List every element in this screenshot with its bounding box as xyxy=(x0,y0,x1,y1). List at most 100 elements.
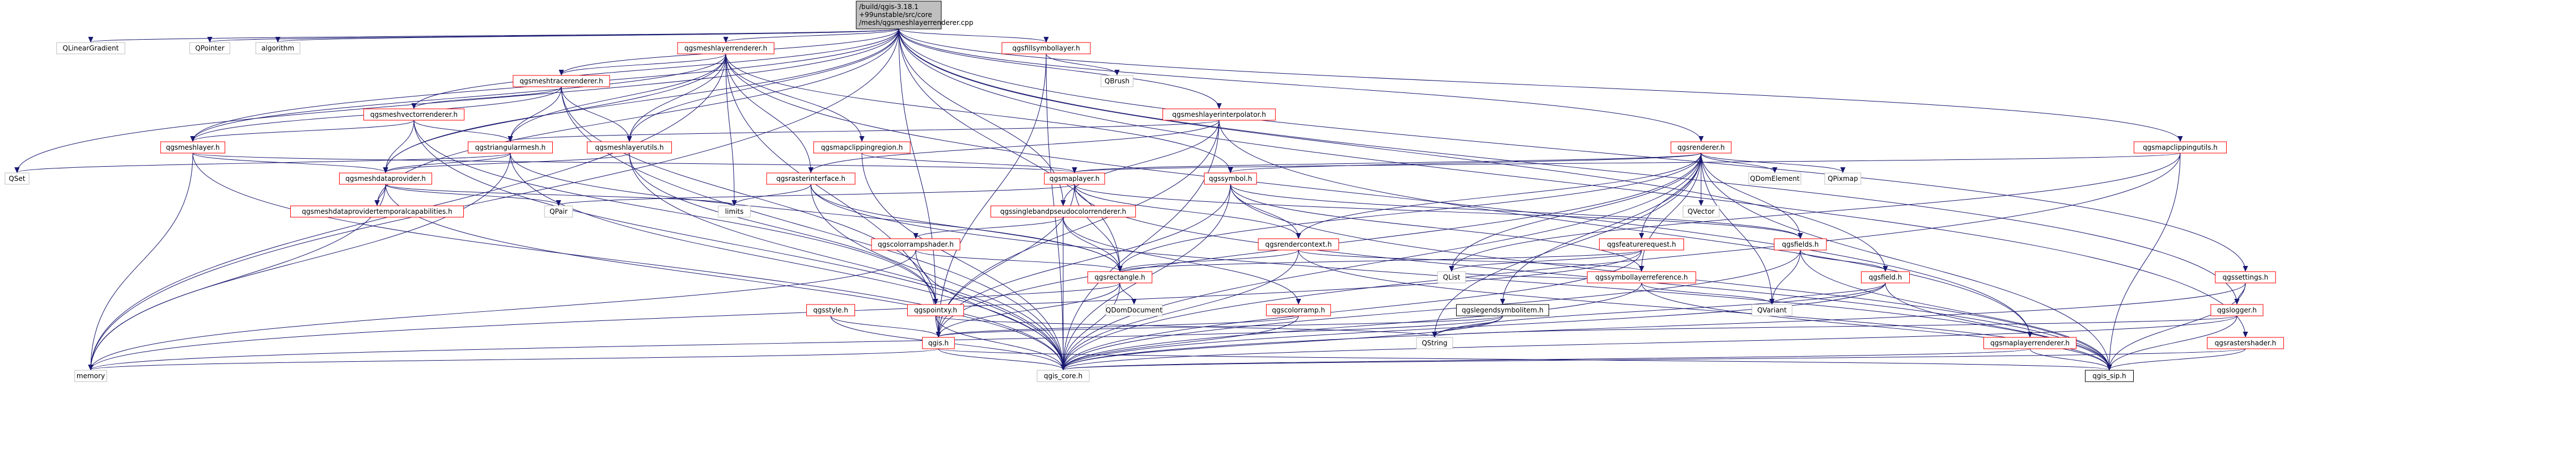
edge xyxy=(192,153,386,172)
node-label: QPointer xyxy=(195,44,225,52)
edge xyxy=(916,217,1064,238)
node-label: qgsmaplayer.h xyxy=(1050,175,1100,183)
edge xyxy=(1641,282,2109,370)
node-qgstriangularmesh-h[interactable]: qgstriangularmesh.h xyxy=(468,141,553,154)
node-qgslegendsymbolitem-h: qgslegendsymbolitem.h xyxy=(1456,304,1550,316)
node-qgsrenderer-h[interactable]: qgsrenderer.h xyxy=(1670,141,1732,154)
node-label: QVector xyxy=(1687,208,1715,215)
edge xyxy=(2109,282,2246,370)
node-label: QString xyxy=(1422,339,1447,347)
edge xyxy=(559,184,1075,205)
node-qgsmeshlayerinterpolator-h[interactable]: qgsmeshlayerinterpolator.h xyxy=(1162,108,1276,121)
edge xyxy=(725,53,938,337)
edge xyxy=(936,282,1120,304)
node-qgsmapclippingutils-h[interactable]: qgsmapclippingutils.h xyxy=(2133,141,2227,154)
edge xyxy=(1435,282,1886,337)
edges-layer xyxy=(17,28,2246,370)
node-label: qgssymbol.h xyxy=(1209,175,1252,183)
edge xyxy=(1063,153,2181,370)
node-qlist: QList xyxy=(1437,271,1466,284)
node-qgsfillsymbollayer-h[interactable]: qgsfillsymbollayer.h xyxy=(1001,42,1091,54)
node-qpixmap: QPixmap xyxy=(1824,172,1862,185)
edge xyxy=(1641,282,1772,304)
node-qgssinglebandpseudocolorrenderer-h[interactable]: qgssinglebandpseudocolorrenderer.h xyxy=(990,205,1136,218)
node-label: QLinearGradient xyxy=(63,44,119,52)
node-qgsmapclippingregion-h[interactable]: qgsmapclippingregion.h xyxy=(813,141,911,154)
node-qgsmaplayer-h[interactable]: qgsmaplayer.h xyxy=(1044,172,1105,185)
edge xyxy=(1120,249,1299,271)
edge xyxy=(1075,153,2181,172)
edge xyxy=(1063,217,1298,304)
edge xyxy=(385,184,734,205)
node-label: qgssymbollayerreference.h xyxy=(1595,273,1687,281)
edge xyxy=(91,153,193,370)
edge xyxy=(861,153,1075,172)
edge xyxy=(1503,153,1702,304)
edge xyxy=(1063,153,1702,370)
node-qgsmeshlayer-h[interactable]: qgsmeshlayer.h xyxy=(160,141,226,154)
edge xyxy=(725,53,811,172)
edge xyxy=(386,153,630,172)
edge xyxy=(510,53,726,141)
node-qgis-h[interactable]: qgis.h xyxy=(922,337,955,349)
node-qstring: QString xyxy=(1416,337,1453,349)
edge xyxy=(17,28,899,172)
edge xyxy=(898,28,2180,141)
node-qgsrectangle-h[interactable]: qgsrectangle.h xyxy=(1087,271,1153,284)
edge xyxy=(561,53,726,75)
edge xyxy=(1230,153,1702,172)
node-qgscolorramp-h[interactable]: qgscolorramp.h xyxy=(1266,304,1331,316)
edge xyxy=(1063,217,1120,271)
node-qgsfeaturerequest-h[interactable]: qgsfeaturerequest.h xyxy=(1599,238,1684,251)
edge xyxy=(1642,153,1702,271)
node-qgsrendercontext-h[interactable]: qgsrendercontext.h xyxy=(1258,238,1339,251)
edge xyxy=(1701,153,1772,304)
edge xyxy=(413,120,936,304)
edge xyxy=(629,28,899,141)
edge xyxy=(898,28,2245,271)
node-qgssettings-h[interactable]: qgssettings.h xyxy=(2215,271,2276,284)
node-qgslogger-h[interactable]: qgslogger.h xyxy=(2210,304,2264,316)
node-label: qgsmeshlayerrenderer.h xyxy=(684,44,767,52)
edge xyxy=(1701,153,1843,172)
edge xyxy=(938,348,1063,370)
node-qgsmeshdataprovider-h[interactable]: qgsmeshdataprovider.h xyxy=(339,172,433,185)
edge xyxy=(193,120,414,141)
node-qgsrasterinterface-h[interactable]: qgsrasterinterface.h xyxy=(766,172,856,185)
edge xyxy=(386,53,726,172)
node-qgsrastershader-h[interactable]: qgsrastershader.h xyxy=(2207,337,2284,349)
edge xyxy=(935,315,1063,370)
node-qgsstyle-h[interactable]: qgsstyle.h xyxy=(806,304,855,316)
node-qgsfield-h[interactable]: qgsfield.h xyxy=(1861,271,1910,284)
edge xyxy=(1075,153,1702,172)
edge xyxy=(561,86,936,304)
edge xyxy=(1046,53,1117,75)
node-qgsmeshlayerrenderer-h[interactable]: qgsmeshlayerrenderer.h xyxy=(677,42,775,54)
node-label: qgspointxy.h xyxy=(914,306,957,314)
root-node[interactable]: /build/qgis-3.18.1 +99unstable/src/core … xyxy=(856,1,974,29)
node-label: QSet xyxy=(9,175,25,183)
node-label: qgsmeshdataprovidertemporalcapabilities.… xyxy=(302,208,452,215)
node-qgsmeshdataprovidertemporalcapabilities-h[interactable]: qgsmeshdataprovidertemporalcapabilities.… xyxy=(290,205,464,218)
node-qpointer: QPointer xyxy=(189,42,230,54)
node-qgspointxy-h[interactable]: qgspointxy.h xyxy=(907,304,965,316)
node-qgssymbollayerreference-h[interactable]: qgssymbollayerreference.h xyxy=(1587,271,1697,284)
node-qgssymbol-h[interactable]: qgssymbol.h xyxy=(1204,172,1257,185)
edge xyxy=(91,28,899,370)
edge xyxy=(1435,153,1702,337)
node-qdomelement: QDomElement xyxy=(1748,172,1801,185)
node-qgsmeshtracerenderer-h[interactable]: qgsmeshtracerenderer.h xyxy=(513,75,610,87)
node-qlineargradient: QLinearGradient xyxy=(56,42,125,54)
edge xyxy=(1642,153,1702,238)
node-label: algorithm xyxy=(261,44,294,52)
node-label: qgsmaplayerrenderer.h xyxy=(1990,339,2070,347)
node-qgsmeshvectorrenderer-h[interactable]: qgsmeshvectorrenderer.h xyxy=(363,108,465,121)
edge xyxy=(192,153,1063,370)
node-qgsmaplayerrenderer-h[interactable]: qgsmaplayerrenderer.h xyxy=(1983,337,2077,349)
node-qgscolorrampshader-h[interactable]: qgscolorrampshader.h xyxy=(871,238,961,251)
node-qgsfields-h[interactable]: qgsfields.h xyxy=(1774,238,1827,251)
edge xyxy=(725,53,2030,337)
edge xyxy=(91,184,386,370)
edge xyxy=(91,28,899,42)
node-qgsmeshlayerutils-h[interactable]: qgsmeshlayerutils.h xyxy=(587,141,672,154)
